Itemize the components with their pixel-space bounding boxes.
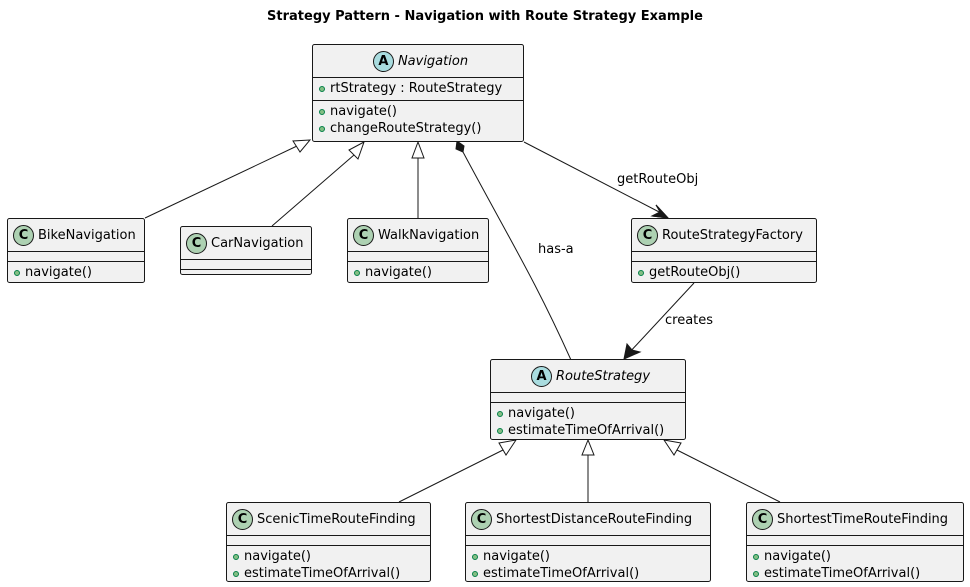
class-name: CarNavigation: [211, 235, 304, 251]
public-visibility-icon: [753, 553, 759, 560]
method: navigate(): [313, 103, 523, 120]
inherit-arrowhead-car: [348, 140, 365, 160]
field: rtStrategy : RouteStrategy: [313, 80, 523, 97]
inherit-arrowhead-bike: [292, 139, 312, 153]
class-badge: C: [232, 508, 253, 530]
edge-scenic-extends-route: [398, 449, 504, 503]
public-visibility-icon: [319, 125, 325, 132]
label-get-route-obj: getRouteObj: [617, 172, 699, 187]
inherit-arrowhead-scenic: [498, 439, 518, 456]
methods-section: [181, 269, 311, 273]
public-visibility-icon: [472, 553, 478, 560]
fields-section: [348, 251, 488, 261]
methods-section: navigate() estimateTimeOfArrival(): [227, 545, 430, 585]
edge-shortest-time-extends-route: [676, 449, 781, 503]
method: estimateTimeOfArrival(): [227, 565, 430, 582]
public-visibility-icon: [233, 570, 239, 577]
class-badge: C: [637, 224, 658, 246]
public-visibility-icon: [753, 570, 759, 577]
fields-section: rtStrategy : RouteStrategy: [313, 77, 523, 100]
fields-section: [747, 535, 963, 545]
fields-section: [8, 251, 144, 261]
class-name: ShortestDistanceRouteFinding: [496, 511, 693, 527]
class-scenic-time-route-finding[interactable]: C ScenicTimeRouteFinding navigate() esti…: [226, 502, 431, 582]
label-has-a: has-a: [538, 242, 574, 257]
public-visibility-icon: [354, 269, 360, 276]
methods-section: getRouteObj(): [632, 261, 816, 284]
arrowhead-creates: [623, 342, 642, 360]
inherit-arrowhead-walk: [411, 140, 425, 159]
class-shortest-time-route-finding[interactable]: C ShortestTimeRouteFinding navigate() es…: [746, 502, 964, 582]
class-name: Navigation: [397, 53, 469, 69]
method: navigate(): [8, 264, 144, 281]
class-bike-navigation[interactable]: C BikeNavigation navigate(): [7, 218, 145, 283]
edge-creates: [627, 282, 695, 355]
class-car-navigation[interactable]: C CarNavigation: [180, 226, 312, 275]
inherit-arrowhead-shortest-distance: [581, 438, 595, 456]
fields-section: [491, 392, 685, 402]
class-name: RouteStrategyFactory: [662, 227, 803, 243]
fields-section: [632, 251, 816, 261]
method: getRouteObj(): [632, 264, 816, 281]
edge-get-route-obj: [523, 141, 664, 215]
public-visibility-icon: [497, 410, 503, 417]
method: navigate(): [466, 548, 710, 565]
class-route-strategy[interactable]: A RouteStrategy navigate() estimateTimeO…: [490, 359, 686, 440]
abstract-badge: A: [530, 365, 552, 387]
method: changeRouteStrategy(): [313, 120, 523, 137]
fields-section: [181, 259, 311, 269]
public-visibility-icon: [319, 85, 325, 92]
method: navigate(): [747, 548, 963, 565]
class-badge: C: [353, 224, 374, 246]
edge-car-extends-navigation: [271, 154, 355, 227]
methods-section: navigate() estimateTimeOfArrival(): [466, 545, 710, 585]
class-name: RouteStrategy: [555, 368, 651, 384]
class-walk-navigation[interactable]: C WalkNavigation navigate(): [347, 218, 489, 283]
class-badge: C: [186, 232, 207, 254]
composition-diamond: [455, 140, 465, 153]
class-shortest-distance-route-finding[interactable]: C ShortestDistanceRouteFinding navigate(…: [465, 502, 711, 582]
method: navigate(): [348, 264, 488, 281]
method: estimateTimeOfArrival(): [466, 565, 710, 582]
class-navigation[interactable]: A Navigation rtStrategy : RouteStrategy …: [312, 44, 524, 142]
methods-section: navigate() changeRouteStrategy(): [313, 100, 523, 140]
diagram-title: Strategy Pattern - Navigation with Route…: [267, 9, 703, 24]
public-visibility-icon: [233, 553, 239, 560]
method: navigate(): [227, 548, 430, 565]
methods-section: navigate(): [348, 261, 488, 284]
class-name: BikeNavigation: [38, 227, 136, 243]
methods-section: navigate(): [8, 261, 144, 284]
edge-has-a: [462, 151, 572, 361]
label-creates: creates: [665, 313, 714, 328]
public-visibility-icon: [472, 570, 478, 577]
class-route-strategy-factory[interactable]: C RouteStrategyFactory getRouteObj(): [631, 218, 817, 283]
public-visibility-icon: [14, 269, 20, 276]
method: estimateTimeOfArrival(): [491, 422, 685, 439]
class-badge: C: [471, 508, 492, 530]
methods-section: navigate() estimateTimeOfArrival(): [491, 402, 685, 442]
fields-section: [466, 535, 710, 545]
class-badge: C: [13, 224, 34, 246]
abstract-badge: A: [372, 50, 394, 72]
methods-section: navigate() estimateTimeOfArrival(): [747, 545, 963, 585]
edge-bike-extends-navigation: [144, 145, 298, 219]
public-visibility-icon: [638, 269, 644, 276]
method: navigate(): [491, 405, 685, 422]
inherit-arrowhead-shortest-time: [662, 439, 682, 456]
public-visibility-icon: [319, 108, 325, 115]
class-badge: C: [752, 508, 773, 530]
fields-section: [227, 535, 430, 545]
method: estimateTimeOfArrival(): [747, 565, 963, 582]
class-name: ShortestTimeRouteFinding: [777, 511, 949, 527]
class-name: WalkNavigation: [378, 227, 480, 243]
public-visibility-icon: [497, 427, 503, 434]
class-name: ScenicTimeRouteFinding: [257, 511, 416, 527]
